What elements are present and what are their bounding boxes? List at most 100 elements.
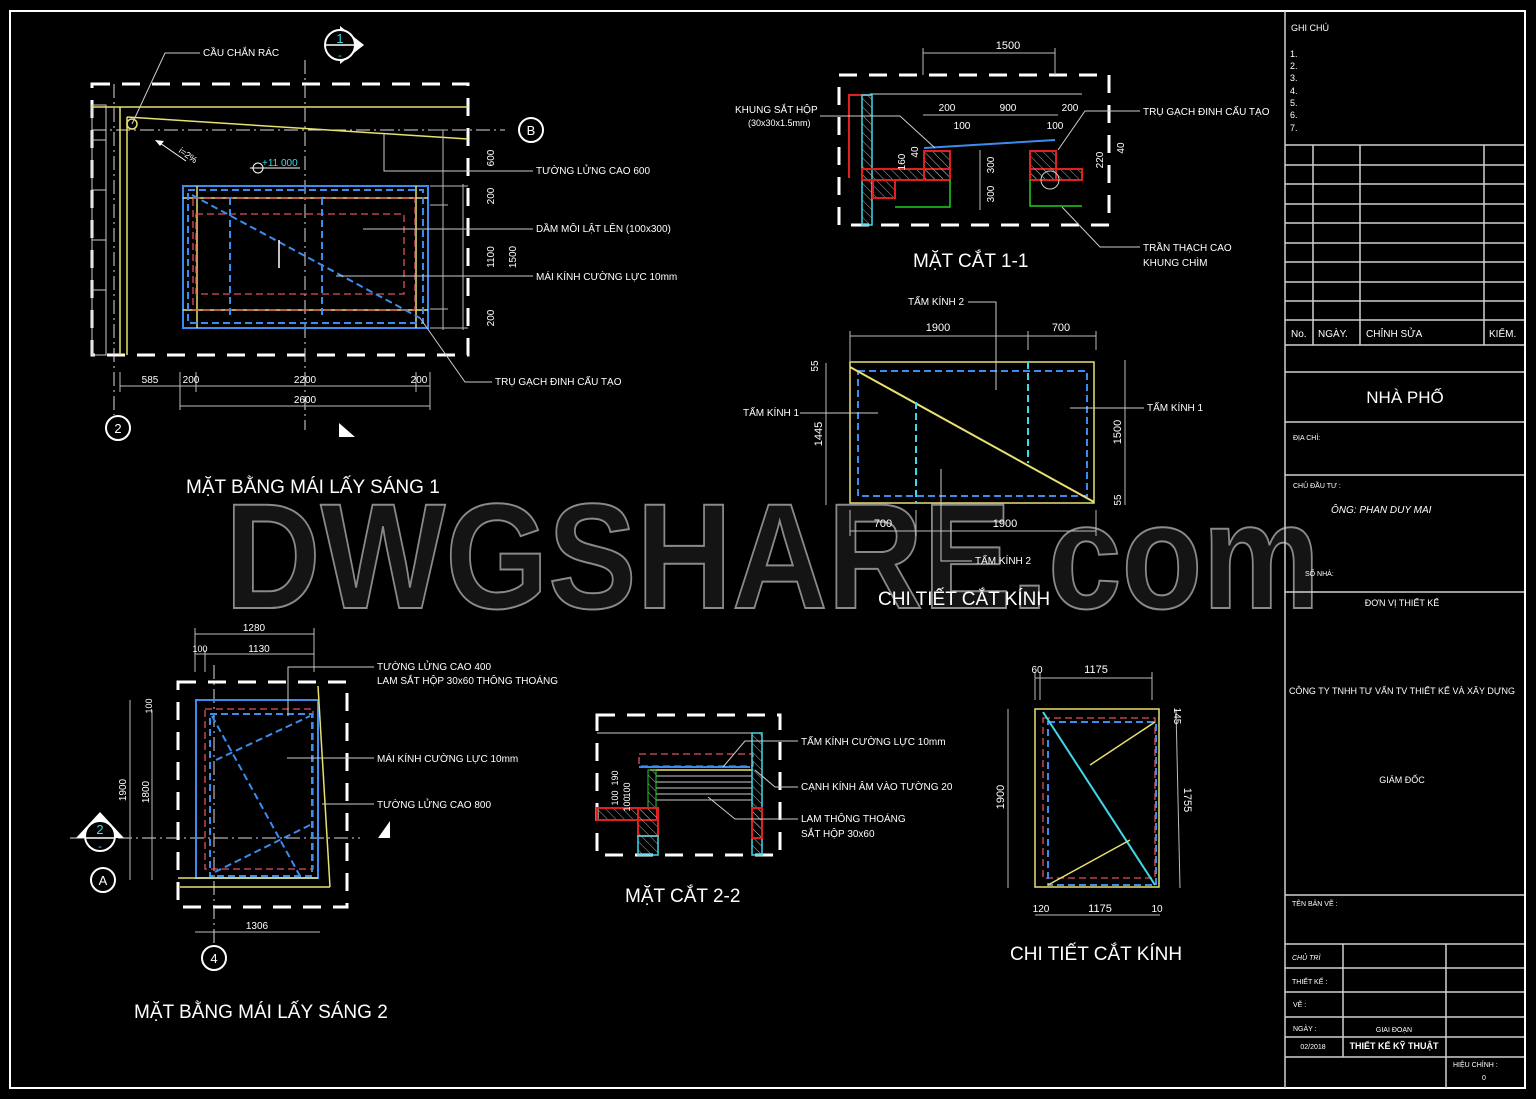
svg-text:1500: 1500 [996,40,1020,52]
plan-2: 2 - A 4 1280 100 1130 1900 1800 100 1306… [70,623,558,1023]
svg-text:200: 200 [486,309,497,326]
svg-text:200: 200 [411,375,428,386]
label-glass-roof: MÁI KÍNH CƯỜNG LỰC 10mm [536,270,677,283]
section-marker-2: 2 - [76,812,124,853]
svg-text:220: 220 [1095,151,1106,168]
plan-1: 1 - B 2 +11 000 i=2% CẦU CHẮN RÁC TƯỜNG … [90,26,677,498]
label-louver-2-2: LAM THÔNG THOÁNG [801,812,906,825]
label-louver-spec: SẮT HỘP 30x60 [801,827,875,840]
svg-text:2: 2 [114,421,121,436]
svg-text:6.: 6. [1290,110,1298,120]
label-parapet-800: TƯỜNG LỬNG CAO 800 [377,798,491,811]
owner-name: ÔNG: PHAN DUY MAI [1331,503,1432,516]
svg-text:1900: 1900 [995,785,1007,809]
plan1-dimensions: 585 200 2200 200 2600 600 200 1100 200 1… [119,129,519,410]
section-1-1-title: MẶT CẮT 1-1 [913,250,1028,272]
label-louver: LAM SẮT HỘP 30x60 THÔNG THOÁNG [377,674,558,687]
svg-text:200: 200 [939,103,956,114]
watermark-logo: DWGSHARE.com [225,472,1320,640]
svg-text:4: 4 [210,951,217,966]
svg-text:1175: 1175 [1088,903,1112,915]
svg-text:1500: 1500 [1112,420,1124,444]
svg-text:1755: 1755 [1181,788,1193,812]
svg-text:TÊN BẢN VẼ :: TÊN BẢN VẼ : [1292,899,1338,908]
section-1-1: 1500 200 900 200 100 100 160 40 300 300 … [735,40,1270,272]
brick-pillar-right [1029,150,1057,181]
louver-slats [656,775,752,801]
glass-pane [923,139,1056,149]
svg-text:1175: 1175 [1084,664,1108,676]
svg-text:1.: 1. [1290,49,1298,59]
svg-text:NGÀY :: NGÀY : [1293,1024,1317,1033]
drawing-date: 02/2018 [1300,1044,1325,1051]
plan2-title: MẶT BẰNG MÁI LẤY SÁNG 2 [134,1001,388,1023]
cut-line [849,366,1095,503]
glass-cut-1-title: CHI TIẾT CẮT KÍNH [878,588,1050,610]
svg-text:2: 2 [96,822,103,837]
svg-text:7.: 7. [1290,123,1298,133]
svg-text:55: 55 [810,360,821,372]
wall-section [861,94,873,226]
brick-pillar-left [923,150,951,181]
axis-bubble-2: 2 [105,415,131,441]
svg-text:1900: 1900 [118,778,129,801]
svg-text:B: B [527,123,536,138]
revision-number: 0 [1482,1075,1486,1082]
plan1-title: MẶT BẰNG MÁI LẤY SÁNG 1 [186,476,440,498]
svg-text:THIẾT KẾ :: THIẾT KẾ : [1292,976,1327,986]
svg-text:145: 145 [1171,708,1182,725]
svg-text:1445: 1445 [813,422,825,446]
svg-text:GIAI ĐOẠN: GIAI ĐOẠN [1376,1027,1412,1034]
svg-text:CHỦ TRÌ: CHỦ TRÌ [1292,953,1321,962]
title-block: GHI CHÚ 1. 2. 3. 4. 5. 6. 7. No. NGÀY. C… [1284,11,1524,1088]
svg-text:1800: 1800 [141,780,152,803]
svg-text:200: 200 [486,187,497,204]
svg-text:VẼ :: VẼ : [1293,1000,1306,1009]
label-glass-roof-2: MÁI KÍNH CƯỜNG LỰC 10mm [377,752,518,765]
label-pane-2-bottom: TẤM KÍNH 2 [975,554,1032,567]
svg-text:-: - [338,50,342,62]
svg-text:160: 160 [897,153,908,170]
svg-text:+11 000: +11 000 [262,158,298,169]
label-ceiling-frame: KHUNG CHÌM [1143,256,1207,269]
svg-text:CHỈNH SỬA: CHỈNH SỬA [1366,327,1423,340]
svg-text:-: - [98,841,102,853]
svg-text:190: 190 [610,770,620,785]
svg-text:55: 55 [1113,494,1124,506]
svg-text:585: 585 [142,375,159,386]
glass-cut-2-title: CHI TIẾT CẮT KÍNH [1010,943,1182,965]
section-2-2-title: MẶT CẮT 2-2 [625,885,740,907]
design-phase: THIẾT KẾ KỸ THUẬT [1350,1040,1440,1051]
svg-text:100: 100 [622,782,632,797]
label-pane-2-top: TẤM KÍNH 2 [908,295,965,308]
svg-text:1900: 1900 [993,518,1017,530]
svg-text:NGÀY.: NGÀY. [1318,327,1348,340]
svg-text:ĐỊA CHỈ:: ĐỊA CHỈ: [1293,433,1320,442]
design-company: CÔNG TY TNHH TƯ VẤN TV THIẾT KẾ VÀ XÂY D… [1289,686,1515,696]
glass-cut-detail-1: 1900 700 700 1900 1445 55 1500 55 TẤM KÍ… [743,295,1204,610]
left-wall [91,104,107,356]
svg-text:No.: No. [1291,329,1307,340]
svg-text:100: 100 [144,698,154,713]
svg-text:100: 100 [610,790,620,805]
svg-text:700: 700 [874,518,892,530]
label-pane-1-right: TẤM KÍNH 1 [1147,401,1204,414]
label-pane-1-left: TẤM KÍNH 1 [743,406,800,419]
svg-text:KIỂM.: KIỂM. [1489,327,1516,340]
label-trash-grate: CẦU CHẮN RÁC [203,46,279,59]
svg-text:1280: 1280 [243,623,266,634]
svg-text:1306: 1306 [246,921,269,932]
axis-bubble-a: A [90,867,116,893]
label-parapet-400: TƯỜNG LỬNG CAO 400 [377,660,491,673]
svg-text:2.: 2. [1290,61,1298,71]
revision-table: No. NGÀY. CHỈNH SỬA KIỂM. [1285,144,1524,346]
svg-text:60: 60 [1031,665,1043,676]
svg-text:CHỦ ĐẦU TƯ :: CHỦ ĐẦU TƯ : [1293,480,1341,490]
section-marker-1: 1 - [324,26,364,64]
svg-text:1: 1 [336,31,343,46]
notes-heading: GHI CHÚ [1291,23,1329,33]
svg-text:2600: 2600 [294,395,317,406]
svg-text:100: 100 [1047,121,1064,132]
svg-text:100: 100 [192,644,207,654]
slope-arrow: i=2% [155,140,199,165]
